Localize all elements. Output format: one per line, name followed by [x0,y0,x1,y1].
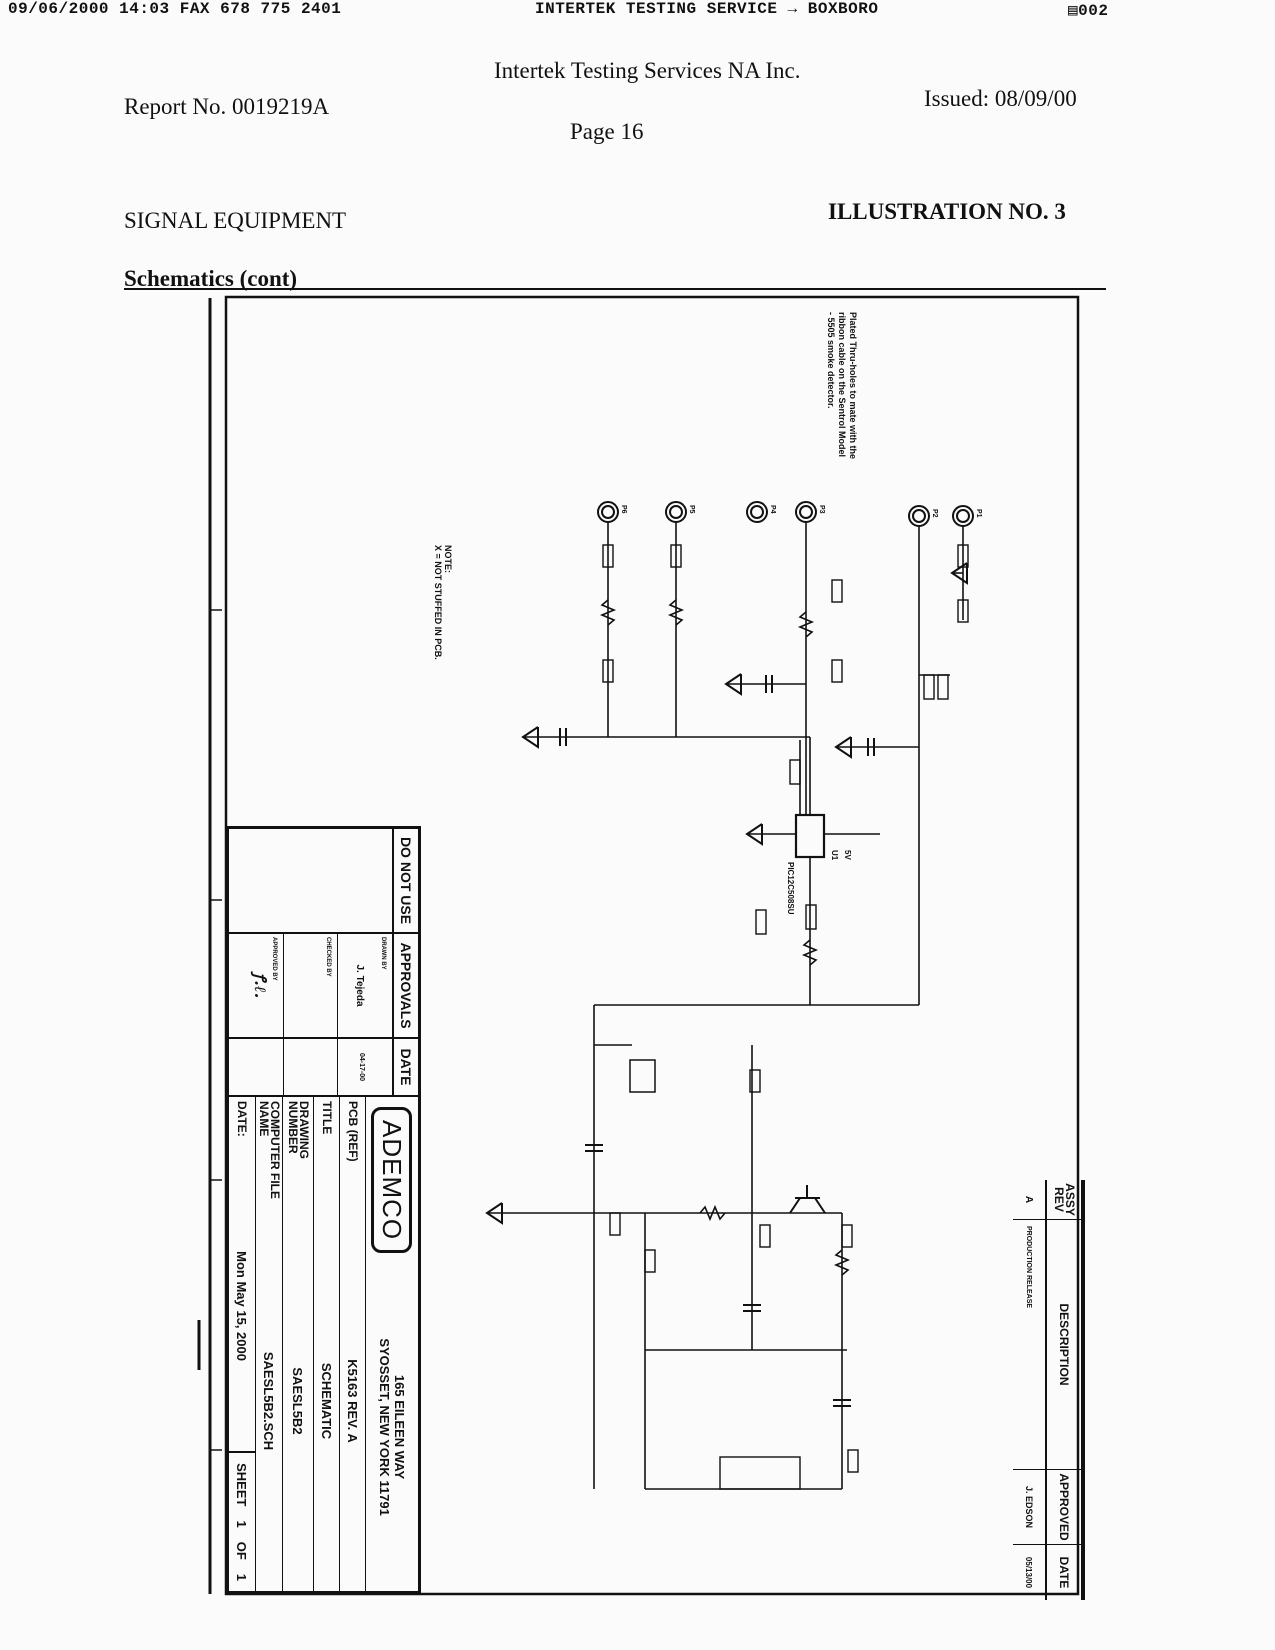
supply-label: 5V [843,850,852,860]
rev-approved-by: J. EDSON [1013,1470,1045,1545]
rev-letter: A [1013,1180,1045,1220]
rev-header-approved: APPROVED [1047,1470,1081,1545]
address-line-1: 165 EILEEN WAY [392,1374,407,1480]
signature: ꝭ.ℓ. [250,972,270,999]
page-number: Page 16 [570,119,644,144]
drawing-info: ADEMCO 165 EILEEN WAY SYOSSET, NEW YORK … [229,1097,418,1591]
report-number: Report No. 0019219A [124,94,330,119]
schematics-subtitle: Schematics (cont) [124,266,298,291]
section-title: SIGNAL EQUIPMENT [124,208,347,233]
company-name: Intertek Testing Services NA Inc. [494,58,801,83]
buzzer-component [629,1059,656,1093]
revision-block: ASSY REV DESCRIPTION APPROVED DATE A PRO… [1013,1180,1085,1600]
checked-by-label: CHECKED BY [325,937,332,977]
note-title: NOTE: [443,545,453,573]
date-value: Mon May 15, 2000 [234,1251,250,1361]
file-name: SAESL5B2.SCH [261,1351,277,1451]
sheet-label: SHEET [234,1463,250,1507]
note-text: X = NOT STUFFED IN PCB. [433,545,443,660]
pad-note-line-3: - 5505 smoke detector. [826,312,836,409]
fax-header-center: INTERTEK TESTING SERVICE → BOXBORO [535,0,879,18]
connector-label: P3 [818,505,825,514]
fax-header-page: ▤002 [1068,0,1108,20]
drawing-number-label: DRAWING NUMBER [286,1101,311,1159]
of-label: OF [234,1541,250,1560]
address-line-2: SYOSSET, NEW YORK 11791 [377,1338,392,1516]
title-block: DO NOT USE APPROVALS DRAWN BY J. Tejeda C… [226,826,421,1594]
date-label: DATE: [235,1101,250,1137]
connector-label: P1 [975,509,982,518]
sheet-total: 1 [234,1573,250,1581]
approvals-header: APPROVALS [392,934,418,1037]
date-section: DATE 04-17-00 [229,1039,418,1097]
pcb-value: K5163 REV. A [345,1359,360,1443]
company-logo: ADEMCO [371,1107,413,1254]
sheet-number: 1 [234,1520,250,1528]
issued-date: Issued: 08/09/00 [924,86,1077,111]
revision-row: A PRODUCTION RELEASE J. EDSON 05/13/00 [1013,1180,1045,1600]
rev-header-assy-rev: ASSY REV [1047,1180,1081,1220]
illustration-number: ILLUSTRATION NO. 3 [828,199,1066,224]
connector-label: P2 [931,509,938,518]
rev-header-description: DESCRIPTION [1047,1220,1081,1470]
connector-label: P6 [620,505,627,514]
wires [487,522,964,1490]
ic-u1-body [794,813,826,859]
pad-note-line-1: Plated Thru-holes to mate with the [848,312,858,459]
drawn-by-label: DRAWN BY [380,937,386,970]
ground-symbols [485,562,968,1225]
fax-icon: ▤ [1068,2,1079,20]
file-name-label: COMPUTER FILE NAME [257,1101,282,1199]
margin-ticks [197,609,222,1451]
do-not-use-section: DO NOT USE [229,829,418,934]
connector-pads [597,501,974,527]
drawn-by-value: J. Tejeda [354,964,366,1007]
drawing-number: SAESL5B2 [290,1367,306,1435]
rev-description: PRODUCTION RELEASE [1013,1220,1045,1470]
drawn-date: 04-17-00 [358,1052,366,1082]
connector-label: P5 [688,505,695,514]
pcb-label: PCB (REF) [346,1101,360,1162]
fax-page-number: 002 [1078,2,1109,20]
capacitors [559,675,875,1407]
transistor-q1 [789,1185,826,1214]
connector-label: P4 [769,505,776,514]
date-header: DATE [392,1039,418,1095]
title-label: TITLE [320,1101,334,1135]
pad-note-line-2: ribbon cable on the Sentrol Model [837,312,847,457]
rev-header-date: DATE [1057,1556,1071,1589]
title-value: SCHEMATIC [319,1362,334,1440]
test-point-boxes [602,544,969,1490]
rev-date: 05/13/00 [1024,1556,1034,1589]
ic-ref-label: U1 [830,850,839,861]
resistors [599,599,851,1276]
do-not-use-label: DO NOT USE [392,829,418,932]
ic-part-label: PIC12C508SU [786,862,795,915]
fax-header-left: 09/06/2000 14:03 FAX 678 775 2401 [8,0,342,18]
